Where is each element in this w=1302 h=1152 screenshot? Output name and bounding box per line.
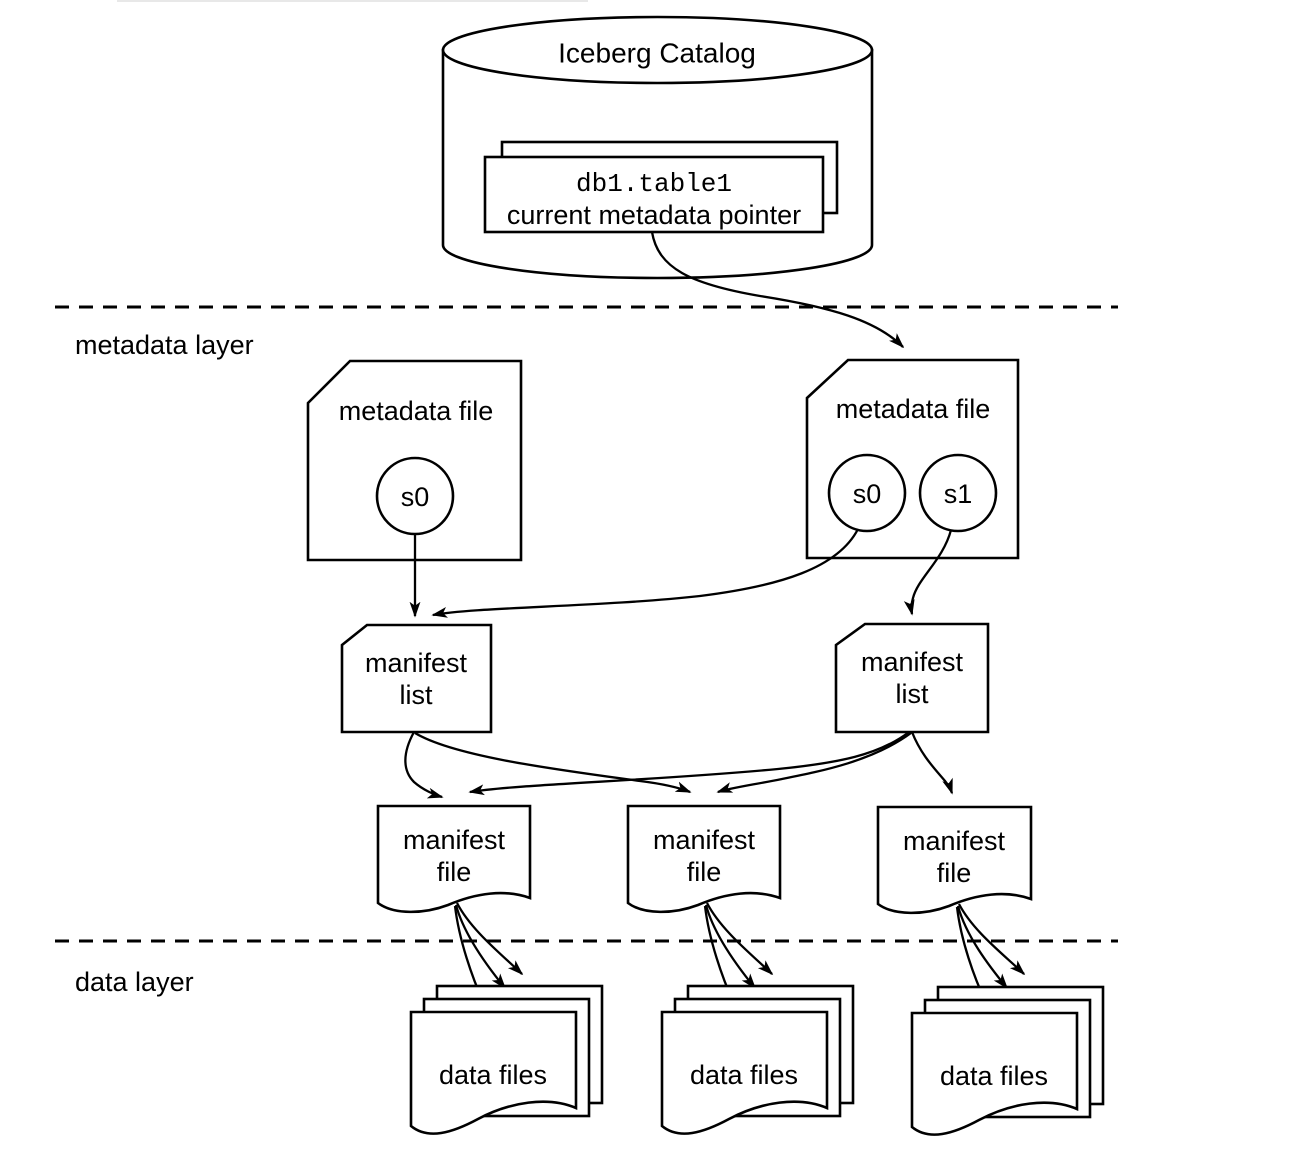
edge-file3-to-stack3-middle (956, 905, 1009, 990)
edge-list1-to-file1 (404, 731, 444, 799)
metadata-file-1-snapshot-s0-label: s0 (401, 482, 430, 512)
pointer-card-caption: current metadata pointer (507, 200, 801, 230)
edge-file3-to-stack3-back (957, 903, 1026, 976)
pointer-card-table-name: db1.table1 (576, 169, 732, 199)
pointer-card-front (483, 155, 825, 234)
catalog-cylinder-top (441, 15, 874, 85)
manifest-list-2-label-line1: manifest (861, 647, 964, 677)
manifest-list-2-label-line2: list (896, 679, 929, 709)
data-file-stack-1: data files (409, 984, 604, 1135)
manifest-file-2-label-line1: manifest (653, 825, 756, 855)
data-stack-3-page-front (910, 1011, 1079, 1136)
manifest-file-1-label-line1: manifest (403, 825, 506, 855)
manifest-file-2: manifest file (626, 804, 782, 914)
edge-list1-to-file2 (414, 732, 692, 794)
manifest-file-2-shape (626, 804, 782, 914)
top-edge-artifact (117, 0, 588, 2)
manifest-file-3-label-line2: file (937, 858, 972, 888)
edge-list2-to-file3 (910, 731, 954, 795)
iceberg-catalog: Iceberg Catalog db1.table1 current metad… (441, 15, 874, 280)
edge-mf2-s0-to-manifest-list-1 (431, 528, 860, 618)
edge-file2-to-stack2-middle (704, 904, 757, 990)
data-file-stack-3: data files (910, 985, 1105, 1136)
edge-catalog-to-metadata-file-2 (650, 231, 905, 349)
manifest-file-3-label-line1: manifest (903, 826, 1006, 856)
data-stack-2-label: data files (690, 1060, 798, 1090)
data-stack-3-label: data files (940, 1061, 1048, 1091)
manifest-list-1-label-line1: manifest (365, 648, 468, 678)
edge-file2-to-stack2-back (705, 902, 774, 976)
metadata-file-2-snapshot-s0-label: s0 (853, 479, 882, 509)
manifest-list-2: manifest list (834, 622, 990, 734)
metadata-file-2-label: metadata file (836, 394, 991, 424)
manifest-file-1-label-line2: file (437, 857, 472, 887)
data-stack-2-page-front (660, 1010, 829, 1135)
metadata-layer-label: metadata layer (75, 330, 254, 360)
manifest-list-2-shape (834, 622, 990, 734)
metadata-file-2-snapshot-s1 (918, 453, 998, 533)
data-file-stack-2: data files (660, 984, 855, 1135)
edge-mf2-s1-to-manifest-list-2 (903, 529, 953, 616)
edge-list2-to-file2 (716, 732, 912, 794)
manifest-list-1-shape (340, 623, 493, 734)
manifest-list-1-label-line2: list (400, 680, 433, 710)
edge-list2-to-file1 (468, 731, 910, 796)
edge-file1-to-stack1-back (455, 902, 524, 976)
data-layer-label: data layer (75, 967, 194, 997)
manifest-file-1-shape (376, 804, 532, 914)
manifest-file-3: manifest file (876, 805, 1033, 915)
metadata-file-2-snapshot-s0 (827, 453, 907, 533)
manifest-file-1: manifest file (376, 804, 532, 914)
data-stack-1-page-front (409, 1010, 578, 1135)
manifest-list-1: manifest list (340, 623, 493, 734)
metadata-file-2-snapshot-s1-label: s1 (944, 479, 973, 509)
metadata-file-1-label: metadata file (339, 396, 494, 426)
catalog-title: Iceberg Catalog (558, 38, 756, 69)
metadata-file-1: metadata file s0 (306, 359, 523, 562)
edge-file1-to-stack1-middle (454, 904, 507, 990)
manifest-file-3-shape (876, 805, 1033, 915)
manifest-file-2-label-line2: file (687, 857, 722, 887)
metadata-file-2: metadata file s0 s1 (805, 358, 1020, 560)
data-stack-1-label: data files (439, 1060, 547, 1090)
metadata-file-2-shape (805, 358, 1020, 560)
